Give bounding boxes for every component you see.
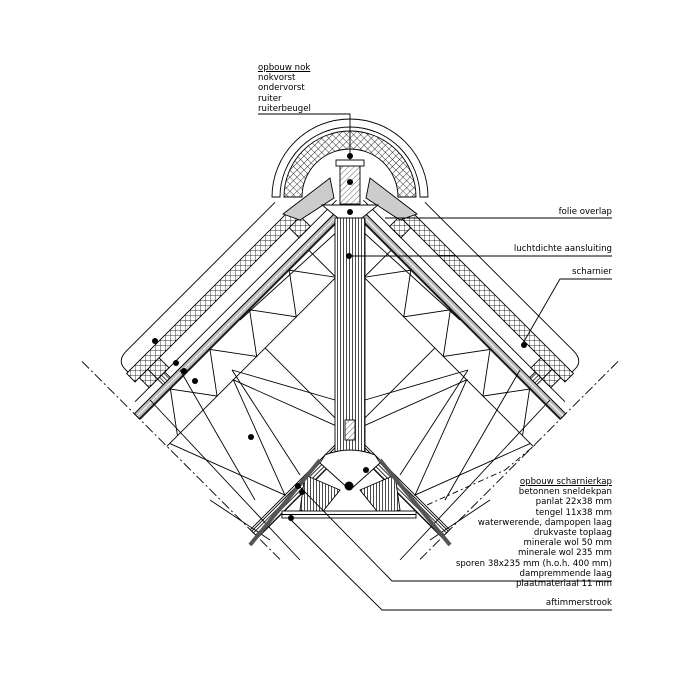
hinge-legend-item: waterwerende, dampopen laag — [477, 517, 612, 528]
callout-trim-strip: aftimmerstrook — [545, 598, 612, 608]
hinge-legend-item: tengel 11x38 mm — [535, 507, 612, 518]
hinge-legend-item: sporen 38x235 mm (h.o.h. 400 mm) — [455, 558, 612, 569]
hinge-roof-layer-legend: opbouw scharnierkap betonnen sneldekpan … — [456, 477, 612, 589]
ridge-legend-item: nokvorst — [258, 73, 296, 84]
ridge-cap — [271, 118, 429, 221]
hinge-legend-item: dampremmende laag — [519, 568, 612, 579]
ridge-legend-item: ondervorst — [258, 83, 305, 94]
center-post — [334, 217, 366, 464]
ridge-legend-item: ruiter — [258, 93, 282, 104]
hinge-legend-item: betonnen sneldekpan — [518, 487, 612, 498]
callout-foil-overlap: folie overlap — [558, 207, 612, 217]
hinge-legend-item: minerale wol 235 mm — [518, 548, 612, 559]
ridge-legend-item: ruiterbeugel — [258, 103, 311, 114]
hinge-legend-item: plaatmateriaal 11 mm — [515, 579, 612, 590]
hinge-legend-item: drukvaste toplaag — [533, 528, 612, 539]
fastener-markers — [152, 153, 527, 521]
hinge-assembly — [248, 449, 452, 547]
ridge-layer-legend: opbouw nok nokvorst ondervorst ruiter ru… — [258, 63, 311, 114]
hinge-legend-item: panlat 22x38 mm — [535, 497, 612, 508]
leader-lines — [258, 113, 612, 611]
hinge-legend-heading: opbouw scharnierkap — [519, 477, 612, 487]
interior-lines — [149, 219, 551, 561]
callout-airtight-connection: luchtdichte aansluiting — [513, 244, 612, 254]
callout-hinge: scharnier — [572, 267, 612, 277]
hinge-legend-item: minerale wol 50 mm — [523, 538, 612, 549]
ridge-legend-heading: opbouw nok — [258, 63, 311, 73]
